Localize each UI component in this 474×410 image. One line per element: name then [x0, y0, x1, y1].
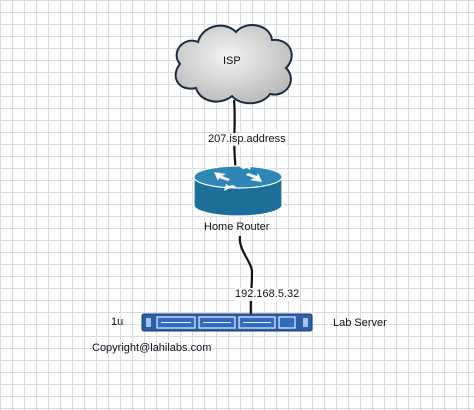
- router-icon[interactable]: [193, 163, 283, 217]
- copyright-label: Copyright@lahilabs.com: [92, 342, 212, 354]
- link-router-server[interactable]: [238, 235, 254, 319]
- server-rack-units-label: 1u: [111, 316, 124, 328]
- link-isp-router-label: 207.isp.address: [207, 133, 287, 146]
- isp-cloud-icon[interactable]: [174, 24, 293, 105]
- isp-label: ISP: [223, 55, 241, 67]
- link-router-server-label: 192.168.5.32: [234, 288, 301, 301]
- router-label: Home Router: [204, 221, 270, 233]
- server-label: Lab Server: [333, 317, 387, 329]
- rack-server-icon[interactable]: [141, 313, 313, 332]
